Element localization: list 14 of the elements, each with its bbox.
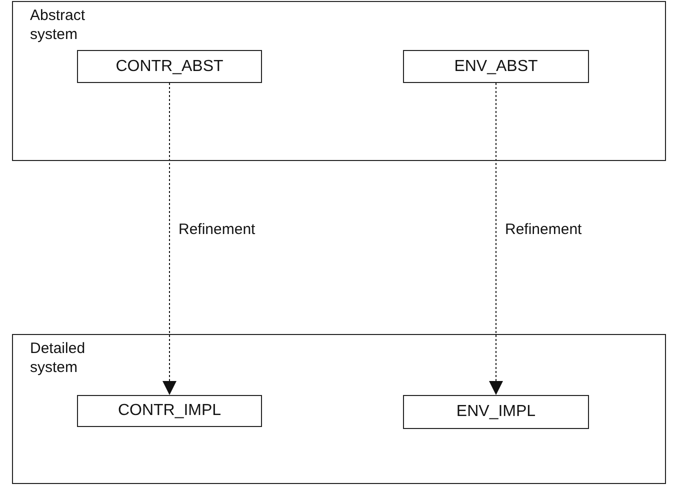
group-title: Abstract system: [30, 6, 86, 44]
component-label: ENV_IMPL: [456, 402, 536, 422]
component-label: CONTR_ABST: [116, 56, 224, 76]
component-label: CONTR_IMPL: [118, 401, 222, 421]
component-box: [77, 50, 262, 83]
group-title: Detailed system: [30, 339, 86, 377]
group-frame: [12, 334, 666, 484]
component-box: [403, 395, 589, 429]
component-box: [403, 50, 589, 83]
group-frame: [12, 1, 666, 161]
component-box: [77, 395, 262, 427]
component-label: ENV_ABST: [454, 56, 538, 76]
arrow: [162, 82, 176, 396]
arrow: [489, 82, 503, 396]
